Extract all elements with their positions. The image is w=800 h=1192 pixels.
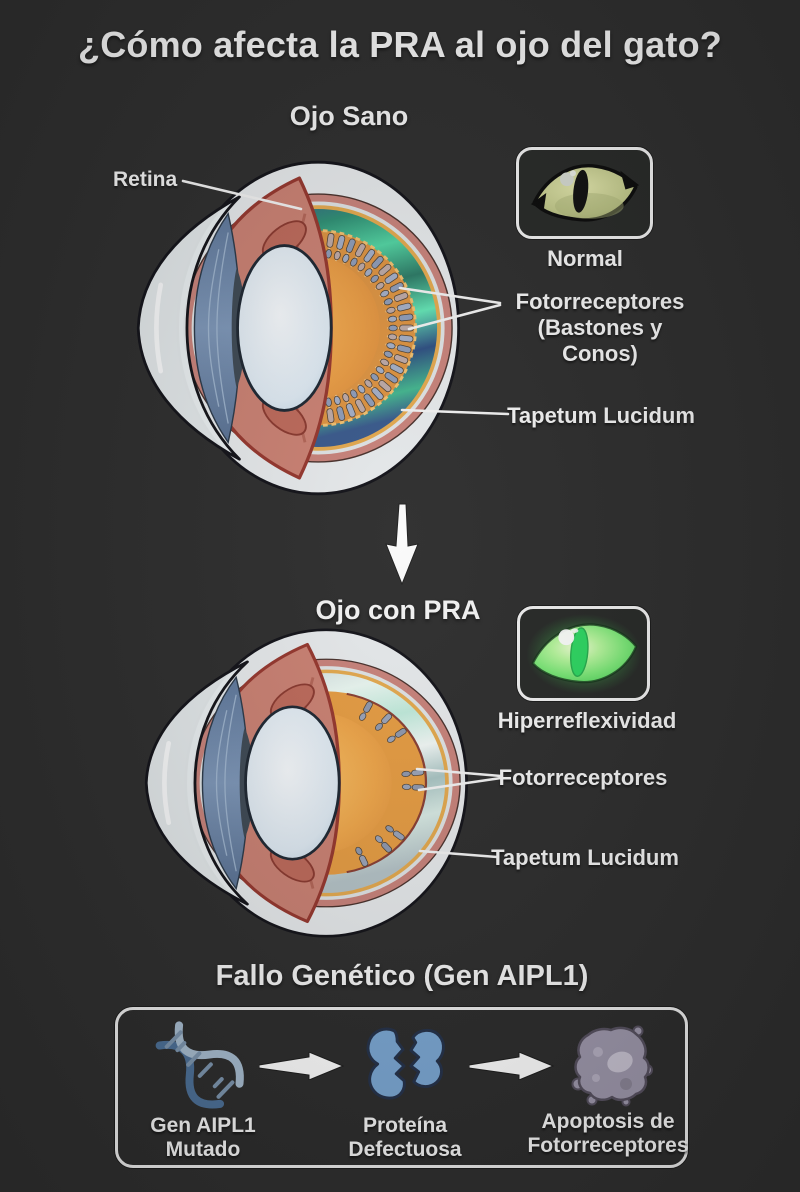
- pra-eye-diagram: [144, 628, 469, 938]
- down-arrow: [385, 503, 419, 586]
- hyperreflective-cat-eye-illustration: [525, 613, 642, 694]
- gene-mutated-label: Gen AIPL1 Mutado: [150, 1114, 256, 1161]
- hyperreflectivity-caption: Hiperreflexividad: [497, 708, 677, 733]
- cornea: [136, 195, 241, 461]
- photoreceptor-cells: [325, 232, 415, 424]
- photoreceptors-label-healthy: Fotorreceptores (Bastones y Conos): [515, 289, 685, 366]
- tapetum-label-healthy: Tapetum Lucidum: [507, 403, 695, 428]
- genetic-failure-heading: Fallo Genético (Gen AIPL1): [215, 960, 589, 992]
- lens: [236, 244, 333, 412]
- arrow-right-icon: [469, 1052, 555, 1080]
- slit-pupil: [572, 169, 588, 213]
- retina-label: Retina: [113, 168, 178, 191]
- genetic-pathway-box: Gen AIPL1 Mutado Proteína Defectuosa Apo…: [115, 1007, 689, 1168]
- cornea: [144, 660, 249, 906]
- glowing-slit-pupil: [569, 626, 589, 677]
- arrow-right-icon: [259, 1052, 345, 1080]
- pra-eyeball: [144, 628, 469, 938]
- pra-eye-photo-box: [517, 606, 650, 701]
- tapetum-label-pra: Tapetum Lucidum: [491, 845, 679, 870]
- apoptosis-label: Apoptosis de Fotorreceptores: [527, 1110, 689, 1157]
- healthy-eyeball: [136, 160, 461, 496]
- page-title: ¿Cómo afecta la PRA al ojo del gato?: [78, 24, 722, 65]
- defective-protein-label: Proteína Defectuosa: [348, 1114, 462, 1161]
- broken-protein-icon: [366, 1027, 445, 1100]
- healthy-eye-diagram: [136, 160, 461, 496]
- photoreceptors-label-pra: Fotorreceptores: [498, 765, 668, 790]
- normal-cat-eye-illustration: [530, 164, 639, 222]
- lens: [244, 705, 341, 861]
- apoptosis-cell-icon: [571, 1025, 653, 1107]
- healthy-eye-heading: Ojo Sano: [289, 101, 409, 131]
- normal-eye-photo-box: [516, 147, 653, 239]
- pra-eye-heading: Ojo con PRA: [315, 595, 481, 625]
- dna-icon: [155, 1021, 244, 1109]
- normal-eye-caption: Normal: [547, 246, 623, 271]
